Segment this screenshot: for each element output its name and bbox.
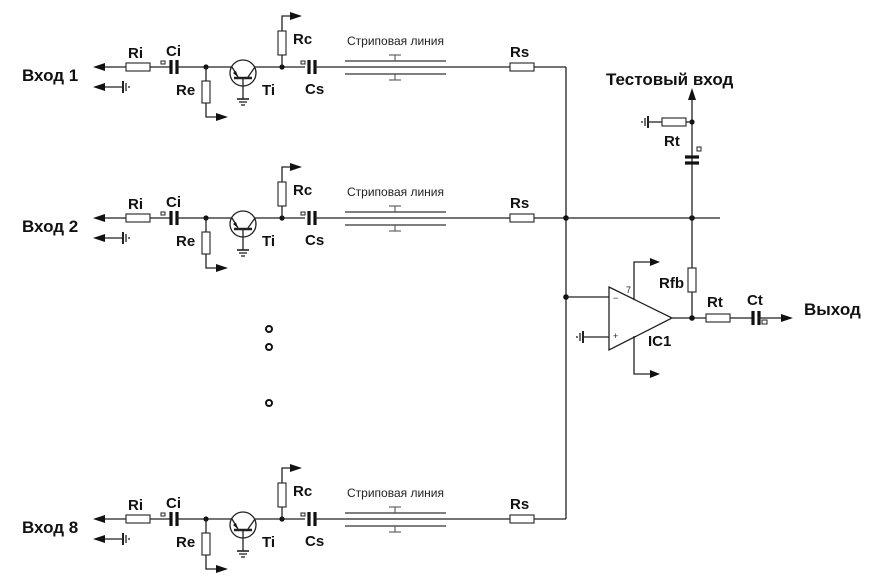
arrow-right-icon <box>290 464 302 472</box>
cs-label: Cs <box>305 81 324 98</box>
rfb-label: Rfb <box>659 275 684 292</box>
ti-label: Ti <box>262 82 275 99</box>
rc-label: Rc <box>293 182 312 199</box>
rc-label: Rc <box>293 31 312 48</box>
resistor-ri <box>125 62 151 72</box>
resistor-re <box>201 231 211 255</box>
output-label: Выход <box>804 300 861 319</box>
resistor-rc <box>277 181 287 207</box>
resistor-rs <box>509 514 535 524</box>
pin-minus-label: − <box>613 293 618 303</box>
arrow-left-icon <box>93 234 105 242</box>
resistor-rc <box>277 30 287 56</box>
ci-label: Ci <box>166 194 181 211</box>
resistor-ri <box>125 514 151 524</box>
resistor-rs <box>509 213 535 223</box>
test-resistor-label: Rt <box>664 133 680 150</box>
re-label: Re <box>176 82 195 99</box>
resistor-rt-test <box>661 117 687 127</box>
ti-label: Ti <box>262 534 275 551</box>
summing-bus <box>563 67 720 519</box>
ellipsis-dot <box>265 325 273 333</box>
output-resistor-label: Rt <box>707 294 723 311</box>
strip-line-label: Стриповая линия <box>347 185 444 199</box>
arrow-left-icon <box>93 515 105 523</box>
output-capacitor-label: Ct <box>747 292 763 309</box>
resistor-rfb <box>687 267 697 293</box>
ellipsis-dots <box>265 325 273 407</box>
arrow-left-icon <box>93 63 105 71</box>
strip-line-label: Стриповая линия <box>347 486 444 500</box>
output-arrow-icon <box>781 314 793 322</box>
arrow-right-icon <box>290 12 302 20</box>
rs-label: Rs <box>510 195 529 212</box>
ci-label: Ci <box>166 495 181 512</box>
arrow-left-icon <box>93 83 105 91</box>
junction-node <box>689 315 695 321</box>
ri-label: Ri <box>128 497 143 514</box>
resistor-re <box>201 532 211 556</box>
input-label: Вход 8 <box>22 518 78 537</box>
resistor-re <box>201 80 211 104</box>
arrow-right-icon <box>216 113 228 121</box>
pin-7-label: 7 <box>626 285 631 295</box>
rs-label: Rs <box>510 496 529 513</box>
arrow-right-icon <box>290 163 302 171</box>
arrow-up-icon <box>688 88 696 100</box>
arrow-right-icon <box>216 565 228 573</box>
ri-label: Ri <box>128 196 143 213</box>
output-stage: Rfb Rt Ct Выход <box>659 218 861 325</box>
ellipsis-dot <box>265 399 273 407</box>
cs-label: Cs <box>305 533 324 550</box>
pin-plus-label: + <box>613 331 618 341</box>
arrow-left-icon <box>93 535 105 543</box>
ellipsis-dot <box>265 343 273 351</box>
input-label: Вход 1 <box>22 66 78 85</box>
ri-label: Ri <box>128 45 143 62</box>
strip-line-label: Стриповая линия <box>347 34 444 48</box>
op-amp-ic1: − + 7 IC1 <box>576 258 674 378</box>
input-label: Вход 2 <box>22 217 78 236</box>
resistor-rc <box>277 482 287 508</box>
resistor-ri <box>125 213 151 223</box>
ci-label: Ci <box>166 43 181 60</box>
arrow-right-icon <box>216 264 228 272</box>
rc-label: Rc <box>293 483 312 500</box>
rs-label: Rs <box>510 44 529 61</box>
arrow-left-icon <box>93 214 105 222</box>
test-input-label: Тестовый вход <box>606 70 733 89</box>
re-label: Re <box>176 534 195 551</box>
resistor-rt-output <box>705 313 731 323</box>
op-amp-triangle <box>608 285 674 352</box>
ti-label: Ti <box>262 233 275 250</box>
test-input-branch: Rt Тестовый вход <box>606 70 733 218</box>
cs-label: Cs <box>305 232 324 249</box>
resistor-rs <box>509 62 535 72</box>
arrow-right-icon <box>650 258 660 266</box>
ic1-label: IC1 <box>648 333 671 350</box>
arrow-right-icon <box>650 370 660 378</box>
re-label: Re <box>176 233 195 250</box>
